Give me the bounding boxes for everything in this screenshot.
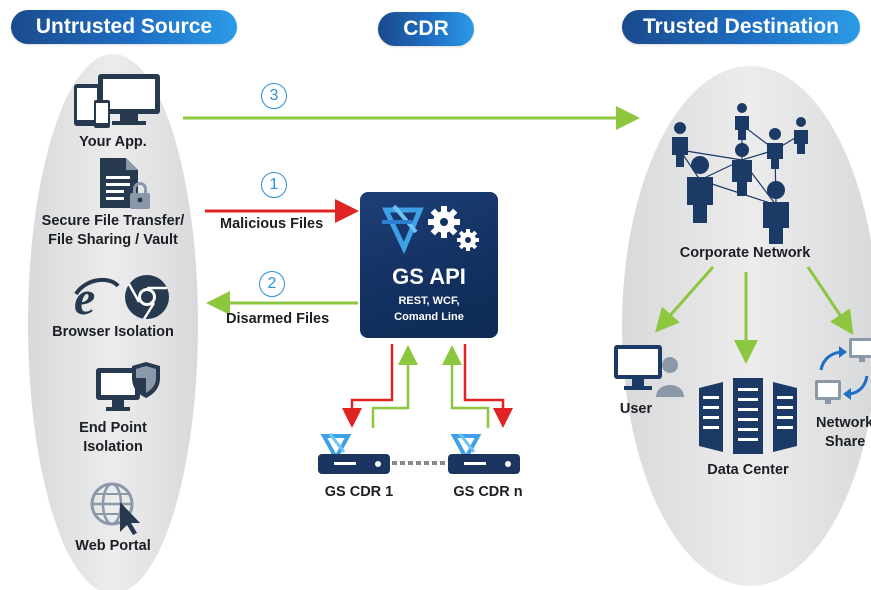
corporate-network-people-icon <box>672 103 808 244</box>
network-share-label-2: Share <box>825 434 866 450</box>
endpoint-shield-icon <box>96 362 160 411</box>
browsers-icon: e <box>74 272 169 322</box>
untrusted-source-header: Untrusted Source <box>11 10 237 44</box>
cdr-node-1-label: GS CDR 1 <box>324 484 394 500</box>
user-label: User <box>619 401 653 417</box>
your-app-label: Your App. <box>79 134 147 150</box>
cdr1-up-arrow <box>371 345 418 428</box>
endpoint-label-2: Isolation <box>83 439 143 455</box>
data-center-servers-icon <box>699 378 797 454</box>
step-3-badge: 3 <box>261 83 287 109</box>
step-1-badge: 1 <box>261 172 287 198</box>
cdr-node-n-label: GS CDR n <box>453 484 523 500</box>
cdrn-up-arrow <box>442 345 490 428</box>
user-workstation-icon <box>614 345 684 397</box>
step-2-badge: 2 <box>259 271 285 297</box>
data-center-label: Data Center <box>707 462 789 478</box>
gs-api-title: GS API <box>392 264 466 289</box>
trusted-destination-header: Trusted Destination <box>622 10 860 44</box>
cdr-node-n-icon <box>448 433 520 474</box>
network-share-icon <box>815 338 871 404</box>
devices-icon <box>74 74 160 128</box>
globe-cursor-icon <box>90 482 140 535</box>
svg-text:e: e <box>74 272 95 322</box>
network-share-label-1: Network <box>816 415 871 431</box>
web-portal-label: Web Portal <box>75 538 151 554</box>
malicious-files-label: Malicious Files <box>220 216 324 232</box>
cdrn-down-arrow <box>463 344 513 428</box>
gs-api-line2: Comand Line <box>394 311 464 323</box>
corporate-network-label: Corporate Network <box>679 245 811 261</box>
secure-file-icon <box>100 158 150 209</box>
endpoint-label-1: End Point <box>79 420 147 436</box>
cdr-node-1-icon <box>318 433 390 474</box>
cdr1-down-arrow <box>342 344 394 428</box>
disarmed-files-label: Disarmed Files <box>226 311 330 327</box>
to-network-share-arrow <box>806 266 854 335</box>
to-user-arrow <box>655 266 715 333</box>
cdr-header: CDR <box>378 12 474 46</box>
untrusted-ellipse <box>28 54 198 590</box>
gs-api-box: GS API REST, WCF, Comand Line <box>360 192 498 338</box>
gs-logo-gears-icon <box>382 204 479 255</box>
secure-file-label-2: File Sharing / Vault <box>48 232 178 248</box>
gs-api-line1: REST, WCF, <box>398 295 460 307</box>
browser-isolation-label: Browser Isolation <box>52 324 174 340</box>
secure-file-label-1: Secure File Transfer/ <box>41 213 185 229</box>
